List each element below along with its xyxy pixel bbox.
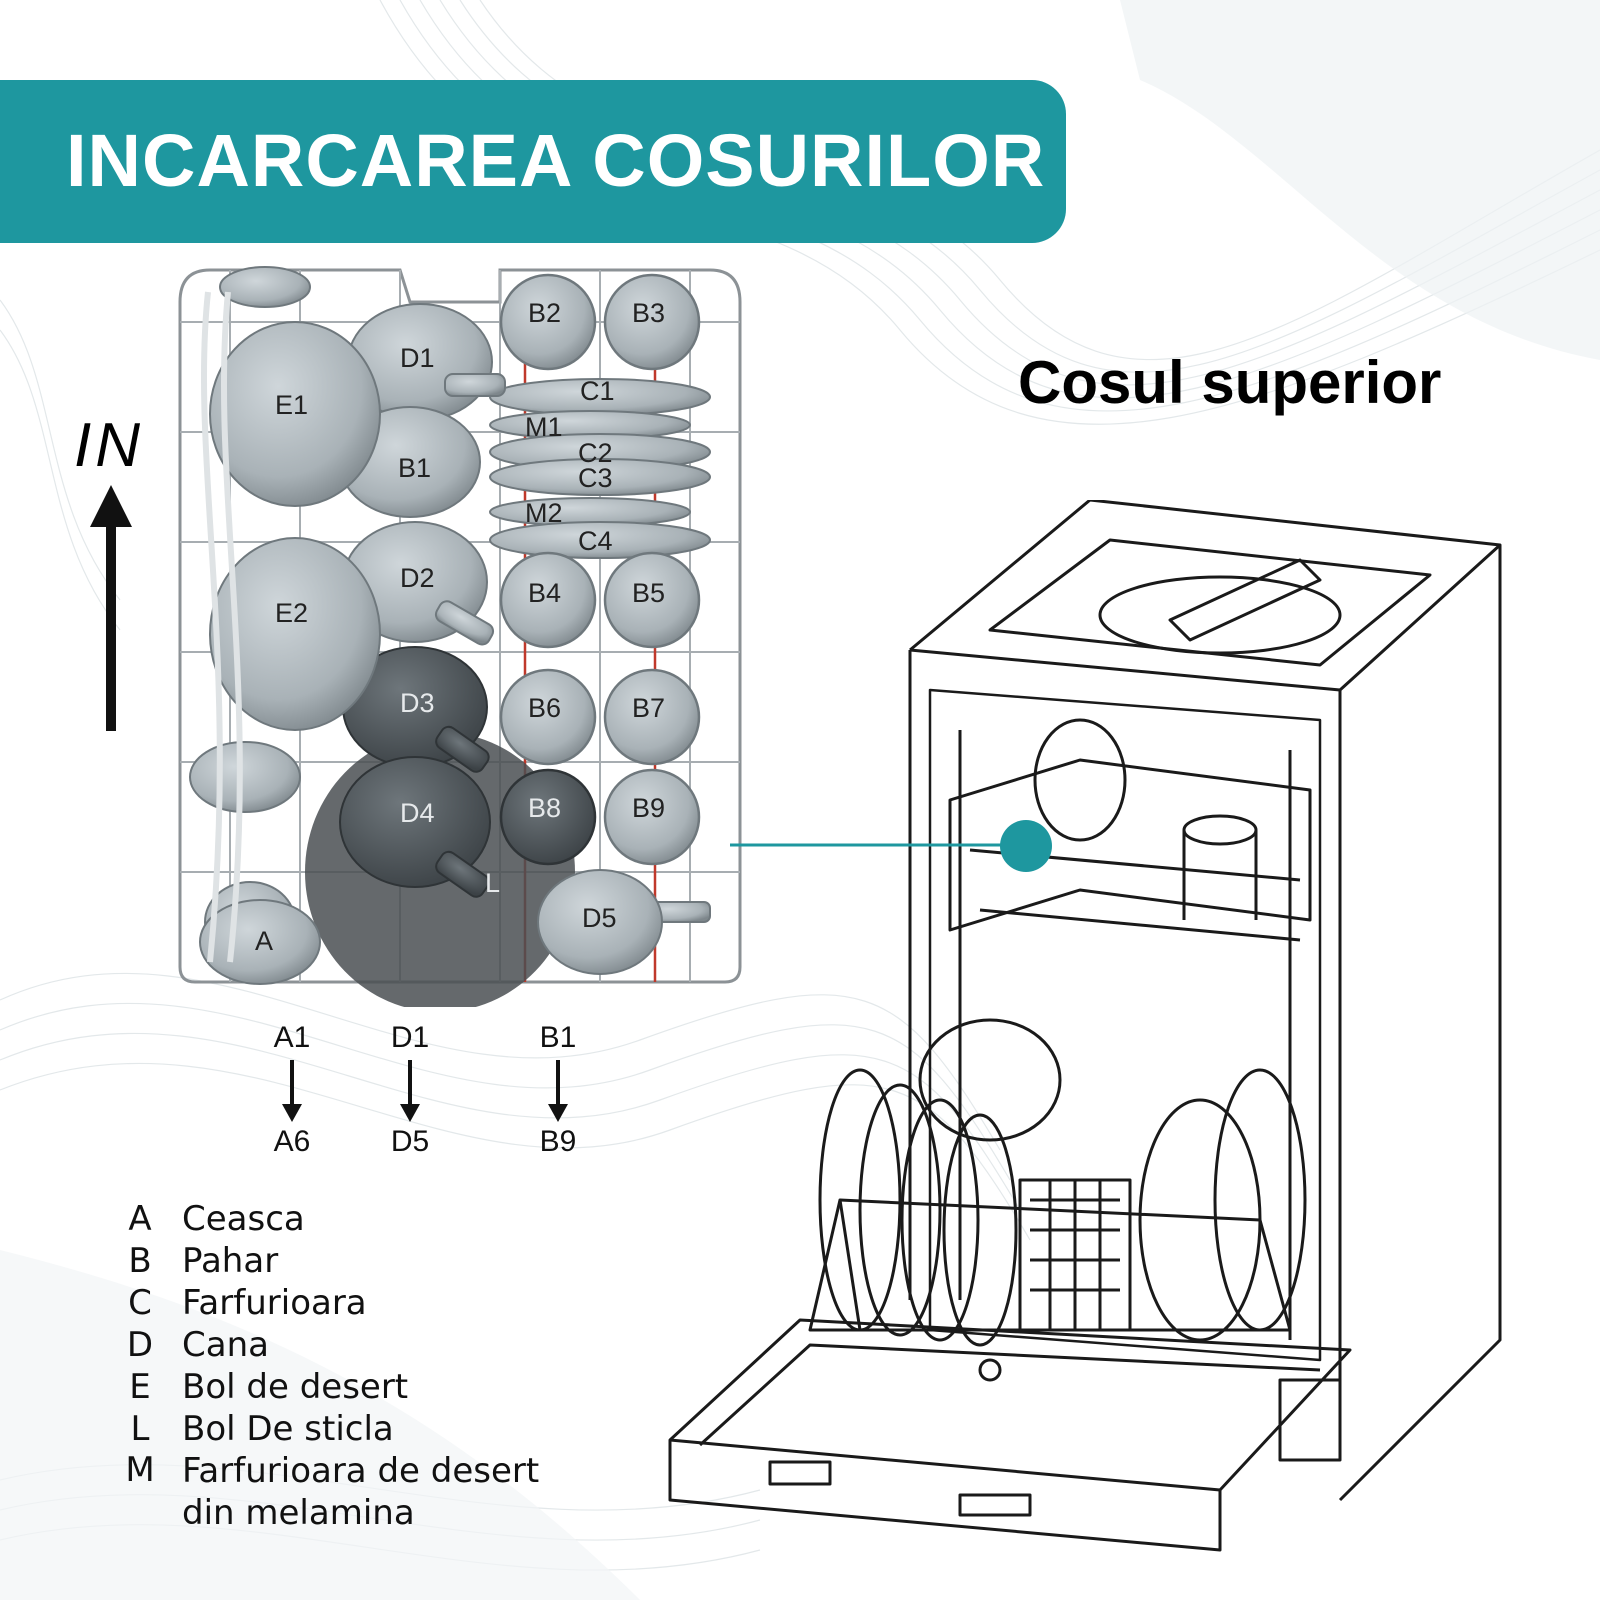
rack-label-e2: E2 xyxy=(275,598,308,628)
dishwasher-illustration xyxy=(668,500,1502,1552)
rack-label-b4: B4 xyxy=(528,578,561,608)
legend-key: L xyxy=(130,1409,150,1449)
rack-label-b6: B6 xyxy=(528,693,561,723)
rack-label-b7: B7 xyxy=(632,693,665,723)
rack-label-d2: D2 xyxy=(400,563,435,593)
sequence-mugs: D1 D5 xyxy=(365,1020,455,1170)
rack-label-e1: E1 xyxy=(275,390,308,420)
rack-label-c4: C4 xyxy=(578,526,613,556)
direction-label: IN xyxy=(74,411,144,480)
rack-label-b1: B1 xyxy=(398,453,431,483)
rack-label-m1: M1 xyxy=(525,412,563,442)
rack-label-b2: B2 xyxy=(528,298,561,328)
sequence-to: B9 xyxy=(539,1125,577,1158)
section-subtitle: Cosul superior xyxy=(1018,349,1442,416)
rack-label-b8: B8 xyxy=(528,793,561,823)
legend-desc: Farfurioara de desert din melamina xyxy=(182,1451,540,1533)
sequence-to: A6 xyxy=(273,1125,311,1158)
rack-label-b9: B9 xyxy=(632,793,665,823)
legend-desc: Ceasca xyxy=(182,1199,305,1239)
sequence-cups: A1 A6 xyxy=(247,1020,337,1170)
legend-key: B xyxy=(128,1241,152,1281)
legend-desc: Pahar xyxy=(182,1241,279,1281)
rack-label-l: L xyxy=(485,868,500,898)
legend-item: C Farfurioara xyxy=(98,1282,539,1324)
sequence-from: B1 xyxy=(539,1021,577,1054)
legend-key: E xyxy=(129,1367,151,1407)
legend-item: E Bol de desert xyxy=(98,1366,539,1408)
sequence-from: A1 xyxy=(273,1021,311,1054)
page-title: INCARCAREA COSURILOR xyxy=(66,119,1046,202)
rack-label-b5: B5 xyxy=(632,578,665,608)
rack-label-d1: D1 xyxy=(400,343,435,373)
legend-item: M Farfurioara de desert din melamina xyxy=(98,1450,539,1534)
rack-label-b3: B3 xyxy=(632,298,665,328)
legend: A Ceasca B Pahar C Farfurioara D Cana E … xyxy=(98,1198,539,1534)
rack-label-d5: D5 xyxy=(582,903,617,933)
rack-label-d4: D4 xyxy=(400,798,435,828)
legend-item: A Ceasca xyxy=(98,1198,539,1240)
legend-desc: Bol de desert xyxy=(182,1367,409,1407)
sequence-from: D1 xyxy=(390,1021,430,1054)
legend-key: M xyxy=(125,1450,155,1490)
upper-rack-diagram: B2 B3 D1 C1 E1 M1 C2 C3 B1 M2 C4 D2 B4 B… xyxy=(178,266,742,1007)
legend-desc: Bol De sticla xyxy=(182,1409,394,1449)
sequence-to: D5 xyxy=(390,1125,430,1158)
legend-desc: Cana xyxy=(182,1325,269,1365)
legend-key: C xyxy=(128,1283,152,1323)
legend-item: B Pahar xyxy=(98,1240,539,1282)
sequence-glasses: B1 B9 xyxy=(513,1020,603,1170)
legend-item: L Bol De sticla xyxy=(98,1408,539,1450)
rack-label-d3: D3 xyxy=(400,688,435,718)
legend-desc: Farfurioara xyxy=(182,1283,367,1323)
legend-item: D Cana xyxy=(98,1324,539,1366)
legend-key: A xyxy=(128,1199,152,1239)
rack-label-c2: C2 xyxy=(578,438,613,468)
arrow-down-icon xyxy=(282,1060,302,1122)
title-banner xyxy=(0,80,1066,243)
rack-label-c1: C1 xyxy=(580,376,615,406)
arrow-down-icon xyxy=(400,1060,420,1122)
rack-label-m2: M2 xyxy=(525,498,563,528)
rack-label-c3: C3 xyxy=(578,463,613,493)
direction-arrow-icon xyxy=(90,485,132,731)
legend-key: D xyxy=(126,1325,154,1365)
rack-label-a: A xyxy=(255,926,273,956)
arrow-down-icon xyxy=(548,1060,568,1122)
